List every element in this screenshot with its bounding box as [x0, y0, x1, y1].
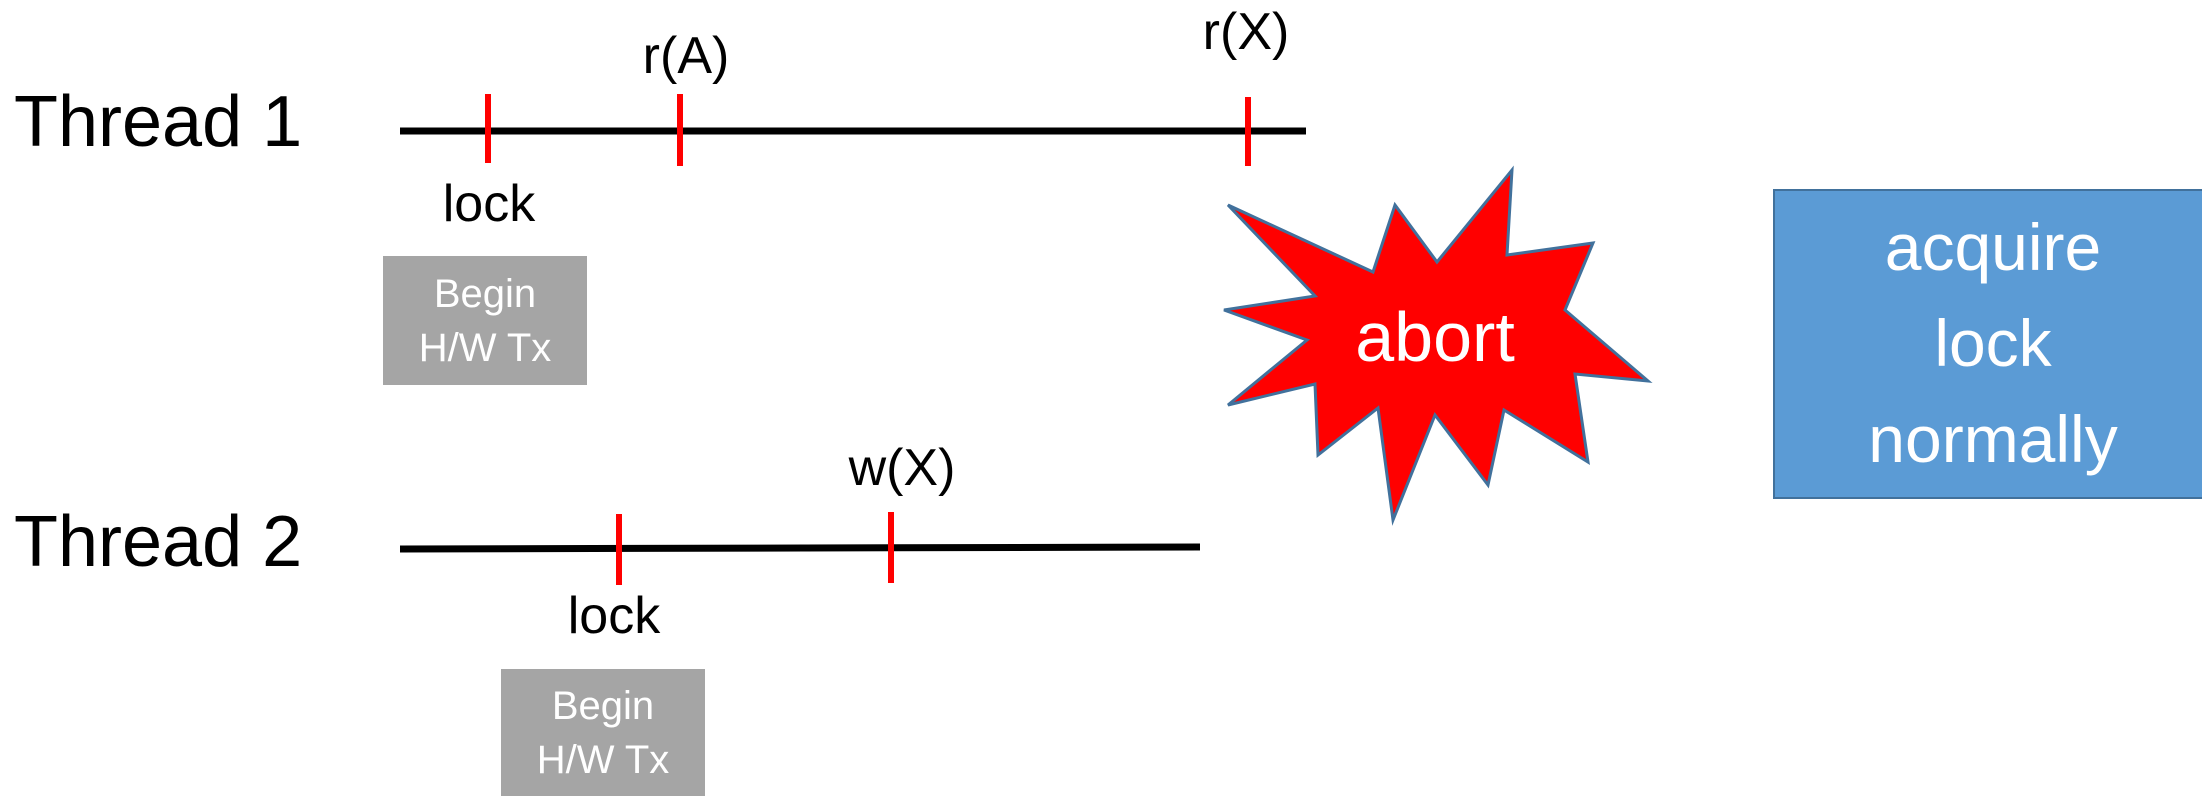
abort-label: abort [1355, 298, 1515, 376]
thread1-begin-tx-line1: Begin [433, 271, 537, 316]
thread1-begin-tx-line2: H/W Tx [418, 325, 552, 370]
thread2-label: Thread 2 [14, 502, 303, 582]
acquire-lock-line2: lock [1934, 306, 2052, 381]
acquire-lock-box: acquire lock normally [1773, 189, 2202, 499]
thread2-begin-tx-line2: H/W Tx [536, 737, 670, 782]
thread1-read-a-label: r(A) [642, 27, 730, 85]
thread2-begin-tx-line1: Begin [551, 683, 655, 728]
thread2-begin-tx-box: Begin H/W Tx [501, 669, 705, 796]
acquire-lock-line3: normally [1868, 401, 2118, 476]
thread2-lock-label: lock [567, 587, 661, 645]
thread2-write-x-label: w(X) [848, 439, 956, 497]
thread1-label: Thread 1 [14, 82, 303, 162]
thread2-timeline [399, 543, 1201, 553]
thread1-lock-label: lock [442, 175, 536, 233]
abort-starburst [1223, 165, 1653, 526]
thread1-begin-tx-box: Begin H/W Tx [383, 256, 587, 385]
acquire-lock-line1: acquire [1884, 210, 2102, 285]
thread1-read-x-label: r(X) [1202, 3, 1290, 61]
